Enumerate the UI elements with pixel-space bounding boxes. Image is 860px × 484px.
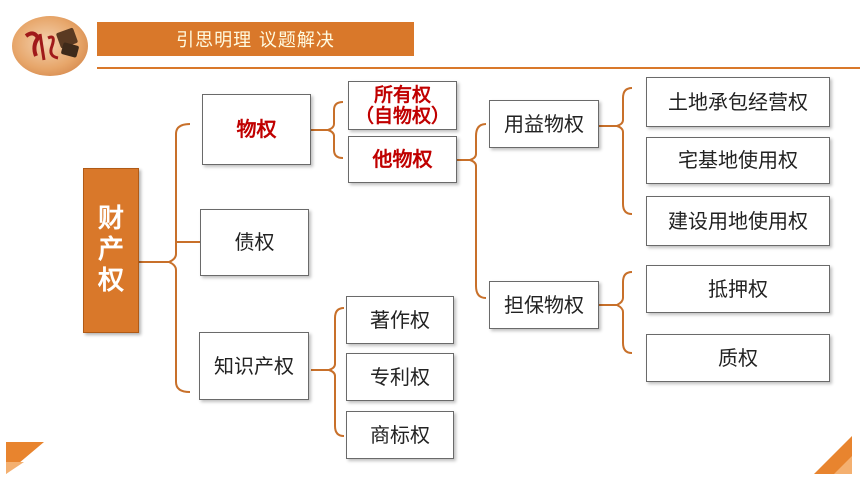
node-ziwuquan-label: （自物权） [354,104,450,127]
node-zhaijidi: 宅基地使用权 [646,137,830,184]
bottom-right-decoration-inner [834,456,852,474]
node-tudichengbao-label: 土地承包经营权 [668,89,808,114]
node-danbaowuquan: 担保物权 [489,281,599,329]
node-zhiquan: 质权 [646,334,830,382]
header-divider [97,67,860,69]
node-diyaquan-label: 抵押权 [708,276,768,301]
node-tawuquan: 他物权 [348,136,457,183]
logo-image [12,16,88,76]
root-bracket [166,123,191,393]
tawuquan-bracket [466,123,487,299]
node-shangbiaoquan-label: 商标权 [370,422,430,447]
node-wuquan-label: 物权 [236,117,277,141]
yongyi-bracket [613,87,633,215]
root-char-3: 权 [97,266,124,297]
node-yongyiwuquan: 用益物权 [489,100,599,148]
danbao-bracket [614,271,633,354]
node-zhishichanquan: 知识产权 [199,332,309,400]
node-jiansheyongdi-label: 建设用地使用权 [668,208,808,233]
node-zhuzuoquan: 著作权 [346,296,454,344]
node-zhiquan-label: 质权 [718,345,758,370]
node-zhuzuoquan-label: 著作权 [370,307,430,332]
node-zhaiquan: 债权 [200,209,309,276]
bottom-left-decoration-inner [6,462,24,474]
root-node-caichanquan: 财 产 权 [83,168,139,333]
wuquan-bracket [324,101,344,159]
root-char-1: 财 [97,203,124,234]
node-suoyouquan-label: 所有权 [373,83,431,106]
node-zhaijidi-label: 宅基地使用权 [678,148,798,172]
node-yongyi-label: 用益物权 [504,111,584,136]
node-zhuanliquan: 专利权 [346,353,454,401]
node-wuquan: 物权 [202,94,311,165]
bottom-right-decoration [814,436,852,474]
node-danbao-label: 担保物权 [504,292,584,317]
node-jiansheyongdi: 建设用地使用权 [646,196,830,246]
node-zhishi-label: 知识产权 [214,353,294,378]
node-zhaiquan-label: 债权 [234,230,275,254]
node-tudichengbao: 土地承包经营权 [646,77,830,127]
node-suoyouquan: 所有权 （自物权） [348,81,457,130]
node-shangbiaoquan: 商标权 [346,411,454,459]
root-char-2: 产 [97,234,124,265]
zhishi-bracket [325,307,345,437]
page-title-banner: 引思明理 议题解决 [97,22,414,56]
page-title: 引思明理 议题解决 [176,30,335,51]
node-diyaquan: 抵押权 [646,265,830,313]
node-tawuquan-label: 他物权 [372,147,433,171]
node-zhuanliquan-label: 专利权 [370,364,430,389]
